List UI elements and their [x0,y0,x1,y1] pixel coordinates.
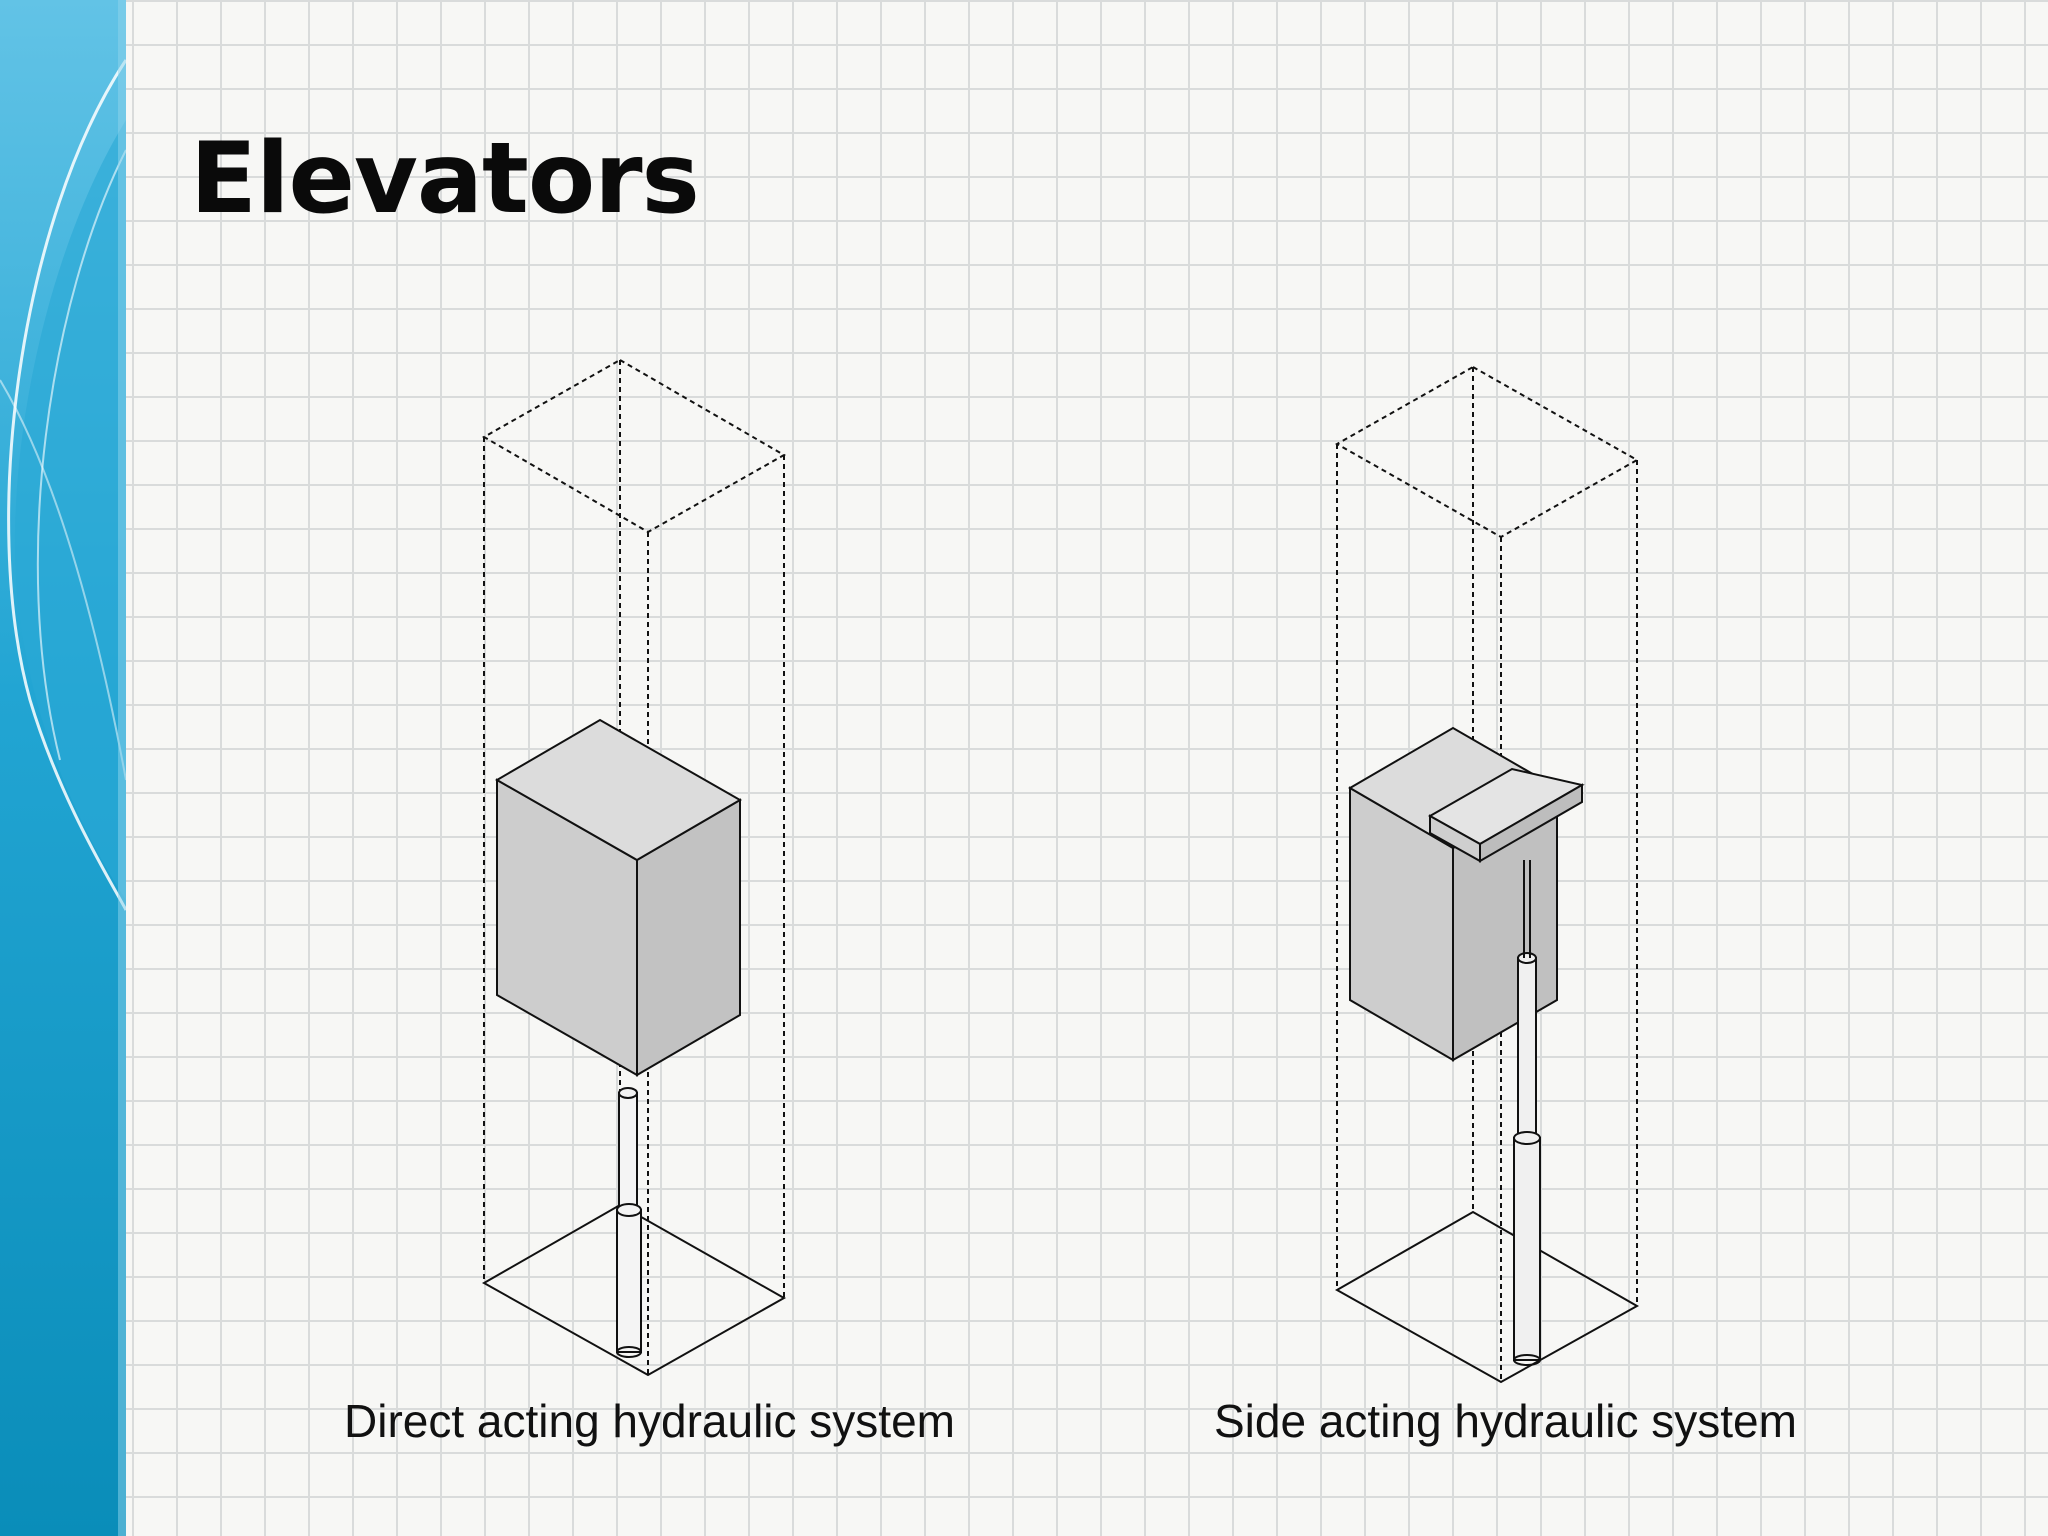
caption-direct-acting: Direct acting hydraulic system [344,1395,955,1447]
hydraulic-plunger [616,1087,642,1358]
pit-floor [481,1203,787,1377]
side-hydraulic-jack [1513,860,1541,1366]
pit-floor [1334,1210,1640,1384]
shaft-outline [1334,365,1640,1382]
decorative-side-band [0,0,126,1536]
direct-acting-hydraulic-diagram [481,358,787,1377]
caption-side-acting: Side acting hydraulic system [1214,1395,1797,1447]
crosshead-bracket [1427,767,1585,863]
slide-title: Elevators [190,122,700,236]
side-acting-hydraulic-diagram [1334,365,1640,1384]
elevator-car [494,718,743,1077]
